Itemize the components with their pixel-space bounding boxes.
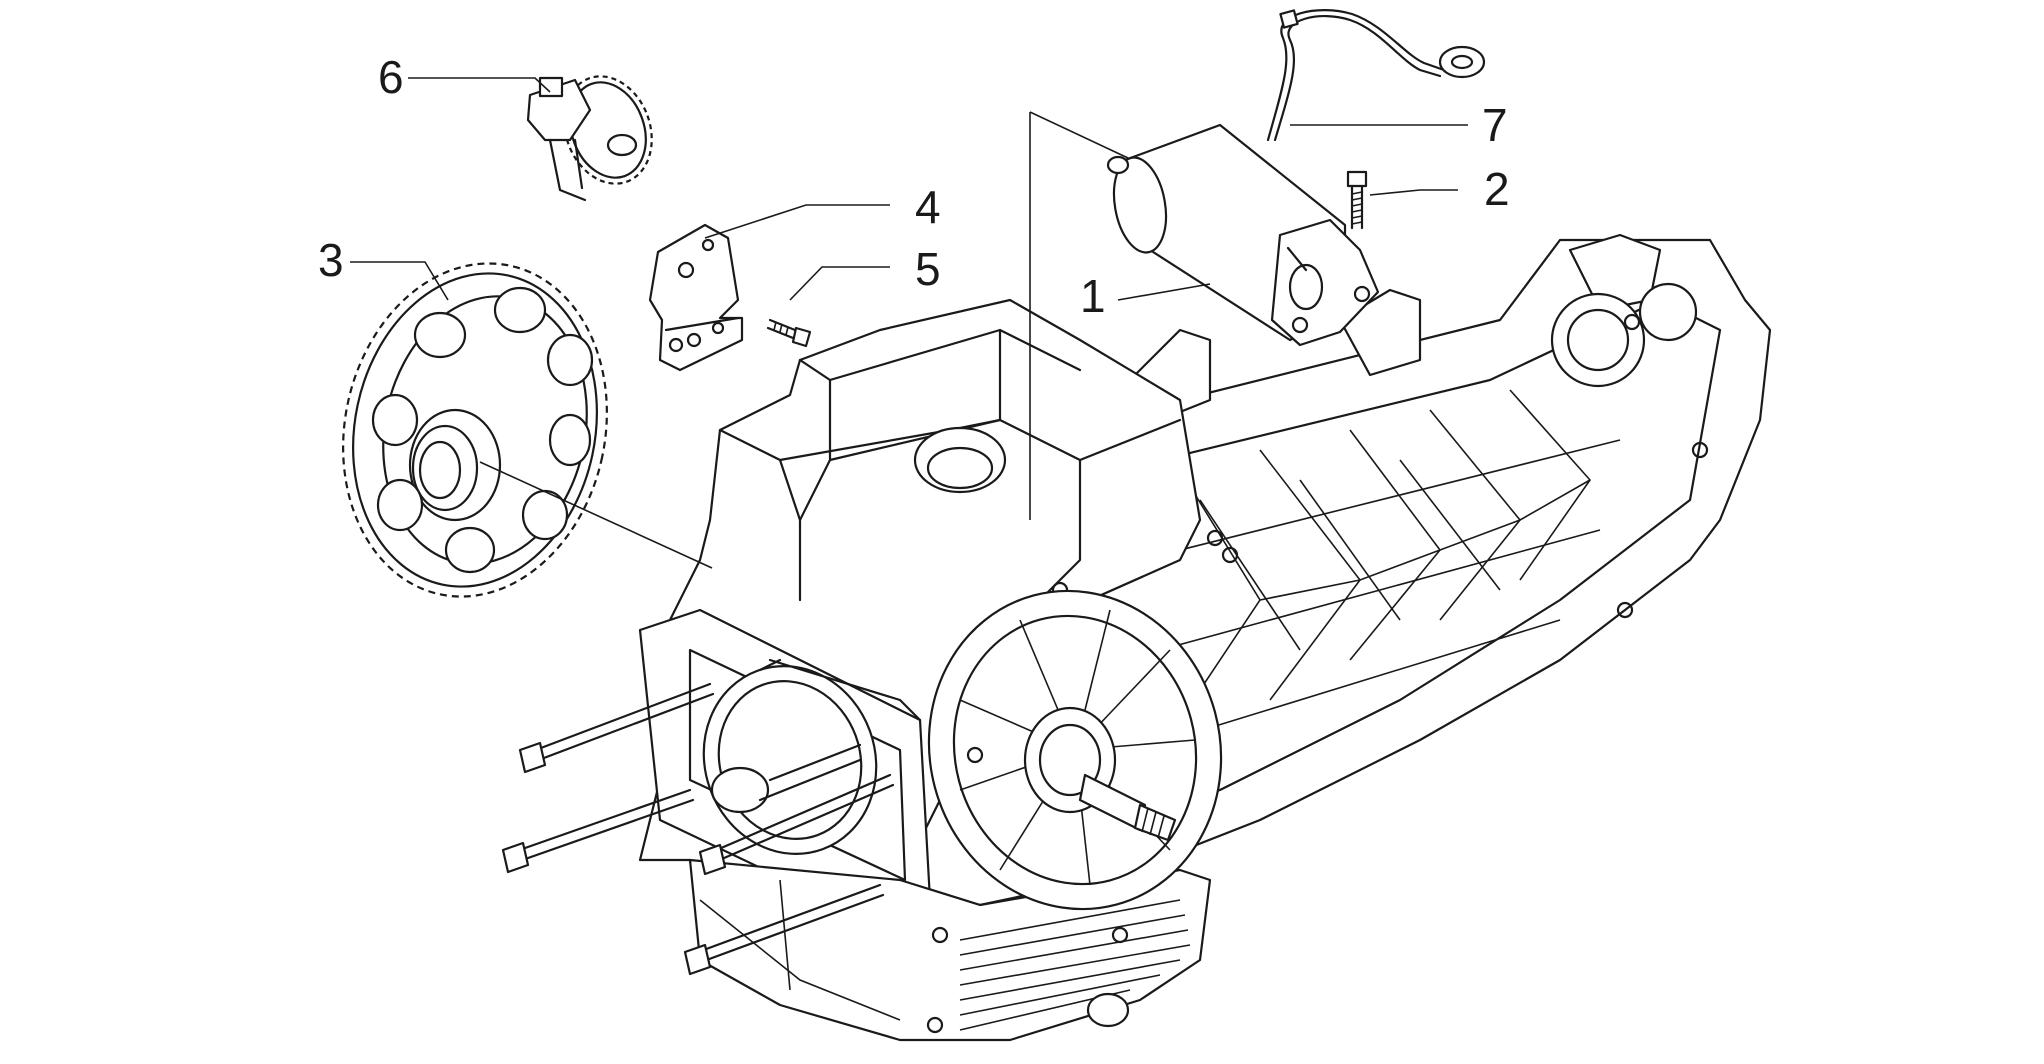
starter-motor [1106, 123, 1380, 347]
callout-1: 1 [1080, 270, 1106, 322]
bracket [648, 223, 744, 372]
bolt [1346, 170, 1368, 230]
callout-2: 2 [1484, 163, 1510, 215]
callout-6: 6 [378, 51, 404, 103]
oil-pump [526, 75, 653, 202]
studs [501, 682, 895, 976]
cable-with-ring-terminal [1266, 9, 1486, 142]
callout-5: 5 [915, 243, 941, 295]
callout-7: 7 [1482, 99, 1508, 151]
callout-3: 3 [318, 234, 344, 286]
gear-wheel [342, 262, 608, 598]
callout-4: 4 [915, 181, 941, 233]
leader-lines [350, 77, 1468, 569]
crankcase [638, 233, 1772, 1042]
screw [766, 318, 812, 348]
